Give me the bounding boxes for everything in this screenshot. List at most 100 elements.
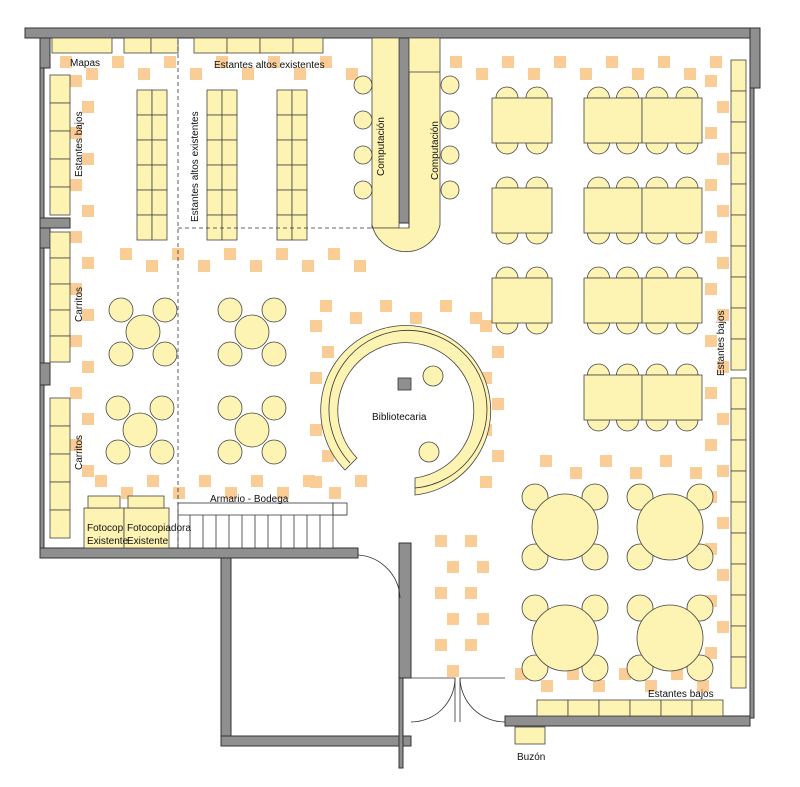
round-table[interactable]	[636, 604, 704, 672]
rectangular-table[interactable]	[641, 97, 703, 144]
chair[interactable]	[675, 322, 699, 335]
round-table[interactable]	[125, 314, 161, 350]
chair[interactable]	[587, 363, 610, 376]
round-table[interactable]	[636, 493, 704, 561]
round-table[interactable]	[122, 412, 158, 448]
chair[interactable]	[525, 176, 549, 189]
chair[interactable]	[616, 86, 639, 99]
chair[interactable]	[149, 395, 175, 421]
chair[interactable]	[152, 341, 178, 367]
rectangular-table[interactable]	[583, 187, 643, 234]
rectangular-table[interactable]	[583, 97, 643, 144]
rectangular-table[interactable]	[491, 187, 553, 234]
chair[interactable]	[525, 142, 549, 155]
rectangular-table[interactable]	[491, 97, 553, 144]
chair[interactable]	[525, 322, 549, 335]
chair[interactable]	[587, 322, 610, 335]
rectangular-table[interactable]	[641, 187, 703, 234]
chair[interactable]	[587, 266, 610, 279]
chair[interactable]	[261, 297, 287, 323]
rectangular-table[interactable]	[641, 374, 703, 421]
chair[interactable]	[675, 86, 699, 99]
door-swing-2[interactable]	[410, 677, 456, 723]
chair[interactable]	[587, 176, 610, 189]
chair[interactable]	[495, 322, 519, 335]
chair[interactable]	[645, 232, 669, 245]
chair[interactable]	[675, 363, 699, 376]
chair[interactable]	[108, 297, 134, 323]
chair[interactable]	[261, 395, 287, 421]
chair[interactable]	[152, 297, 178, 323]
storage-cabinet[interactable]	[177, 502, 334, 549]
chair[interactable]	[587, 142, 610, 155]
chair[interactable]	[108, 341, 134, 367]
chair[interactable]	[616, 176, 639, 189]
chair[interactable]	[645, 142, 669, 155]
chair[interactable]	[616, 266, 639, 279]
computer-chair[interactable]	[353, 180, 373, 200]
chair[interactable]	[645, 86, 669, 99]
round-table[interactable]	[234, 412, 270, 448]
computer-chair[interactable]	[440, 180, 460, 200]
chair[interactable]	[587, 419, 610, 432]
chair[interactable]	[587, 86, 610, 99]
round-table[interactable]	[234, 314, 270, 350]
photocopier-2[interactable]	[123, 507, 170, 549]
chair[interactable]	[645, 266, 669, 279]
chair[interactable]	[616, 322, 639, 335]
chair[interactable]	[261, 439, 287, 465]
chair[interactable]	[645, 322, 669, 335]
computer-chair[interactable]	[353, 75, 373, 95]
low-shelf	[49, 186, 71, 216]
chair[interactable]	[525, 266, 549, 279]
computer-chair[interactable]	[440, 110, 460, 130]
librarian-chair-1[interactable]	[422, 365, 444, 387]
chair[interactable]	[645, 419, 669, 432]
rectangular-table[interactable]	[583, 374, 643, 421]
computer-chair[interactable]	[440, 145, 460, 165]
chair[interactable]	[217, 297, 243, 323]
chair[interactable]	[675, 419, 699, 432]
door-swing-3[interactable]	[459, 677, 506, 723]
chair[interactable]	[616, 142, 639, 155]
librarian-chair-2[interactable]	[418, 441, 440, 463]
chair[interactable]	[616, 363, 639, 376]
mailbox[interactable]	[514, 726, 546, 745]
chair[interactable]	[616, 419, 639, 432]
chair[interactable]	[675, 176, 699, 189]
chair[interactable]	[495, 266, 519, 279]
desk-column	[397, 377, 412, 391]
floor-tile	[355, 475, 367, 487]
chair[interactable]	[675, 232, 699, 245]
chair[interactable]	[495, 232, 519, 245]
chair[interactable]	[645, 176, 669, 189]
chair[interactable]	[495, 142, 519, 155]
rectangular-tables	[491, 86, 703, 432]
chair[interactable]	[149, 439, 175, 465]
door-swing-1[interactable]	[357, 554, 401, 599]
chair[interactable]	[495, 86, 519, 99]
computer-chair[interactable]	[353, 110, 373, 130]
rectangular-table[interactable]	[583, 277, 643, 324]
round-table[interactable]	[531, 604, 599, 672]
chair[interactable]	[675, 266, 699, 279]
chair[interactable]	[217, 395, 243, 421]
chair[interactable]	[587, 232, 610, 245]
computer-chair[interactable]	[440, 75, 460, 95]
round-table[interactable]	[531, 493, 599, 561]
rectangular-table[interactable]	[641, 277, 703, 324]
chair[interactable]	[261, 341, 287, 367]
chair[interactable]	[525, 86, 549, 99]
rectangular-table[interactable]	[491, 277, 553, 324]
chair[interactable]	[675, 142, 699, 155]
photocopier-1[interactable]	[83, 507, 125, 549]
computer-chair[interactable]	[353, 145, 373, 165]
chair[interactable]	[525, 232, 549, 245]
chair[interactable]	[105, 439, 131, 465]
chair[interactable]	[105, 395, 131, 421]
chair[interactable]	[616, 232, 639, 245]
chair[interactable]	[217, 439, 243, 465]
chair[interactable]	[645, 363, 669, 376]
chair[interactable]	[495, 176, 519, 189]
chair[interactable]	[217, 341, 243, 367]
